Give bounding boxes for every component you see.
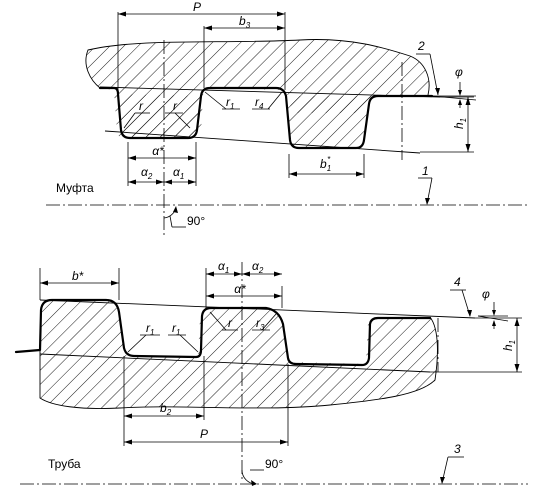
pipe-label-r3: r3 — [256, 316, 265, 332]
coupling-break-line — [85, 39, 430, 96]
pipe-label-alpha-star: α* — [234, 282, 246, 296]
coupling-label-90: 90° — [187, 214, 205, 228]
coupling-label-b1-star: b1* — [320, 155, 331, 173]
pipe-label-P: P — [200, 427, 208, 441]
pipe-leader-r1-b — [179, 334, 199, 353]
pipe-label-alpha1: α1 — [218, 259, 229, 275]
coupling-label-alpha2: α2 — [141, 165, 153, 181]
pipe-label-r1-b: r1 — [172, 321, 180, 337]
coupling-leader-r-right — [174, 112, 191, 129]
pipe-callout-3: 3 — [454, 442, 461, 456]
coupling-section: P b3 r r r1 r4 α* α2 α1 b1* — [46, 0, 528, 238]
pipe-leader-r3 — [261, 313, 277, 331]
coupling-label-alpha-star: α* — [152, 144, 164, 158]
coupling-callout-2: 2 — [417, 39, 425, 53]
coupling-label-r4: r4 — [255, 95, 264, 111]
pipe-caption: Труба — [48, 457, 81, 471]
pipe-profile — [14, 298, 432, 367]
coupling-label-r1: r1 — [226, 95, 234, 111]
pipe-section: b* α1 α2 α* r1 r1 r r3 b2 P — [14, 259, 528, 486]
pipe-callout-4: 4 — [454, 275, 461, 289]
coupling-label-alpha1: α1 — [173, 165, 184, 181]
coupling-label-P: P — [193, 0, 201, 14]
pipe-leader-r — [209, 311, 227, 331]
coupling-leader-r-left — [123, 112, 136, 129]
pipe-label-r: r — [228, 316, 233, 330]
coupling-crest-line — [99, 86, 441, 98]
pipe-angle-arc — [241, 469, 257, 485]
pipe-hatch — [40, 300, 438, 409]
coupling-leader-r4 — [267, 91, 283, 110]
coupling-leader-r1 — [204, 91, 227, 110]
coupling-root-line — [104, 130, 421, 154]
coupling-caption: Муфта — [56, 181, 94, 195]
pipe-root-line — [39, 353, 431, 373]
pipe-break-line — [39, 316, 438, 409]
coupling-callout-1: 1 — [422, 164, 429, 178]
coupling-left-tooth-fill — [118, 94, 201, 138]
coupling-lower-tooth-fill — [286, 96, 378, 148]
coupling-label-phi: φ — [455, 65, 463, 79]
coupling-label-b3: b3 — [239, 14, 251, 30]
pipe-label-b2: b2 — [160, 401, 172, 417]
coupling-label-r-right: r — [173, 99, 178, 113]
pipe-crest-line — [39, 299, 476, 319]
pipe-leader-r1-a — [127, 334, 147, 353]
pipe-label-b-star: b* — [72, 269, 84, 283]
pipe-label-phi: φ — [482, 287, 490, 301]
pipe-label-h1: h1 — [501, 340, 517, 351]
pipe-label-r1-a: r1 — [146, 321, 154, 337]
pipe-label-alpha2: α2 — [252, 259, 264, 275]
coupling-label-r-left: r — [139, 99, 144, 113]
coupling-label-h1: h1 — [452, 118, 468, 129]
pipe-label-90: 90° — [265, 457, 283, 471]
